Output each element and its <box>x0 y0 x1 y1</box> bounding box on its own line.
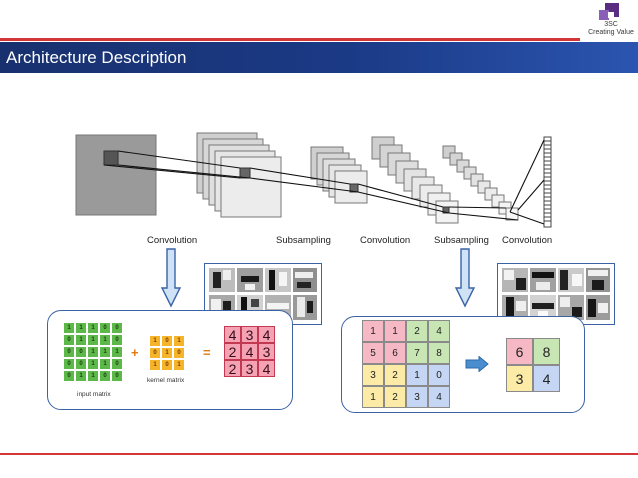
matrix-cell: 0 <box>99 322 111 334</box>
kernel-matrix-label: kernel matrix <box>147 377 185 384</box>
matrix-cell: 3 <box>506 365 533 392</box>
matrix-cell: 1 <box>75 334 87 346</box>
page-title: Architecture Description <box>6 48 187 67</box>
matrix-cell: 1 <box>63 322 75 334</box>
bottom-accent-rule <box>0 453 638 455</box>
down-arrow-icon <box>160 248 182 308</box>
down-arrow-icon <box>454 248 476 308</box>
matrix-cell: 1 <box>362 320 384 342</box>
plus-symbol: + <box>131 345 139 360</box>
matrix-cell: 3 <box>241 360 258 377</box>
matrix-cell: 1 <box>99 334 111 346</box>
matrix-cell: 8 <box>533 338 560 365</box>
matrix-cell: 2 <box>224 343 241 360</box>
matrix-cell: 0 <box>111 334 123 346</box>
matrix-cell: 0 <box>99 370 111 382</box>
matrix-cell: 0 <box>161 359 173 371</box>
matrix-cell: 4 <box>428 386 450 408</box>
matrix-cell: 0 <box>63 370 75 382</box>
matrix-cell: 4 <box>224 326 241 343</box>
matrix-cell: 4 <box>258 326 275 343</box>
matrix-cell: 2 <box>384 386 406 408</box>
layer-label-subsampling-2: Subsampling <box>434 235 489 246</box>
matrix-cell: 0 <box>63 346 75 358</box>
matrix-cell: 1 <box>362 386 384 408</box>
logo-tagline: Creating Value <box>588 29 634 36</box>
matrix-cell: 3 <box>406 386 428 408</box>
matrix-cell: 1 <box>87 322 99 334</box>
matrix-cell: 1 <box>111 346 123 358</box>
matrix-cell: 1 <box>87 370 99 382</box>
matrix-cell: 1 <box>87 358 99 370</box>
receptive-field-lines <box>103 139 545 225</box>
matrix-cell: 0 <box>63 334 75 346</box>
matrix-cell: 4 <box>241 343 258 360</box>
matrix-cell: 4 <box>533 365 560 392</box>
output-vector <box>543 136 552 228</box>
learned-filters-image-1 <box>204 263 322 325</box>
matrix-cell: 1 <box>161 347 173 359</box>
matrix-cell: 1 <box>149 359 161 371</box>
equals-symbol: = <box>203 345 211 360</box>
company-logo: 3SC Creating Value <box>586 2 636 40</box>
matrix-cell: 1 <box>87 334 99 346</box>
logo-mark-icon <box>599 3 619 20</box>
matrix-cell: 0 <box>161 335 173 347</box>
matrix-cell: 2 <box>406 320 428 342</box>
matrix-cell: 6 <box>384 342 406 364</box>
matrix-cell: 6 <box>506 338 533 365</box>
layer-label-convolution-2: Convolution <box>360 235 411 246</box>
matrix-cell: 0 <box>173 347 185 359</box>
matrix-cell: 3 <box>241 326 258 343</box>
input-matrix-label: input matrix <box>77 391 111 398</box>
input-image <box>75 134 157 216</box>
feature-maps-2 <box>310 146 368 204</box>
top-accent-rule <box>0 38 580 41</box>
layer-label-convolution-3: Convolution <box>502 235 553 246</box>
matrix-cell: 1 <box>87 346 99 358</box>
layer-label-convolution-1: Convolution <box>147 235 198 246</box>
matrix-cell: 0 <box>75 358 87 370</box>
matrix-cell: 0 <box>149 347 161 359</box>
logo-name: 3SC <box>604 21 618 28</box>
matrix-cell: 4 <box>258 360 275 377</box>
matrix-cell: 1 <box>99 346 111 358</box>
matrix-cell: 1 <box>75 322 87 334</box>
matrix-cell: 0 <box>428 364 450 386</box>
matrix-cell: 7 <box>406 342 428 364</box>
matrix-cell: 1 <box>384 320 406 342</box>
learned-filters-image-2 <box>497 263 615 325</box>
layer-label-subsampling-1: Subsampling <box>276 235 331 246</box>
matrix-cell: 4 <box>428 320 450 342</box>
matrix-cell: 1 <box>173 335 185 347</box>
matrix-cell: 2 <box>224 360 241 377</box>
matrix-cell: 1 <box>99 358 111 370</box>
matrix-cell: 0 <box>111 322 123 334</box>
title-bar: Architecture Description <box>0 42 638 73</box>
matrix-cell: 3 <box>362 364 384 386</box>
matrix-cell: 1 <box>406 364 428 386</box>
matrix-cell: 0 <box>111 370 123 382</box>
matrix-cell: 0 <box>111 358 123 370</box>
matrix-cell: 0 <box>75 346 87 358</box>
matrix-cell: 1 <box>173 359 185 371</box>
matrix-cell: 1 <box>75 370 87 382</box>
matrix-cell: 3 <box>258 343 275 360</box>
feature-maps-4 <box>442 145 519 221</box>
right-arrow-icon <box>465 356 489 372</box>
matrix-cell: 0 <box>63 358 75 370</box>
matrix-cell: 5 <box>362 342 384 364</box>
matrix-cell: 1 <box>149 335 161 347</box>
matrix-cell: 2 <box>384 364 406 386</box>
matrix-cell: 8 <box>428 342 450 364</box>
